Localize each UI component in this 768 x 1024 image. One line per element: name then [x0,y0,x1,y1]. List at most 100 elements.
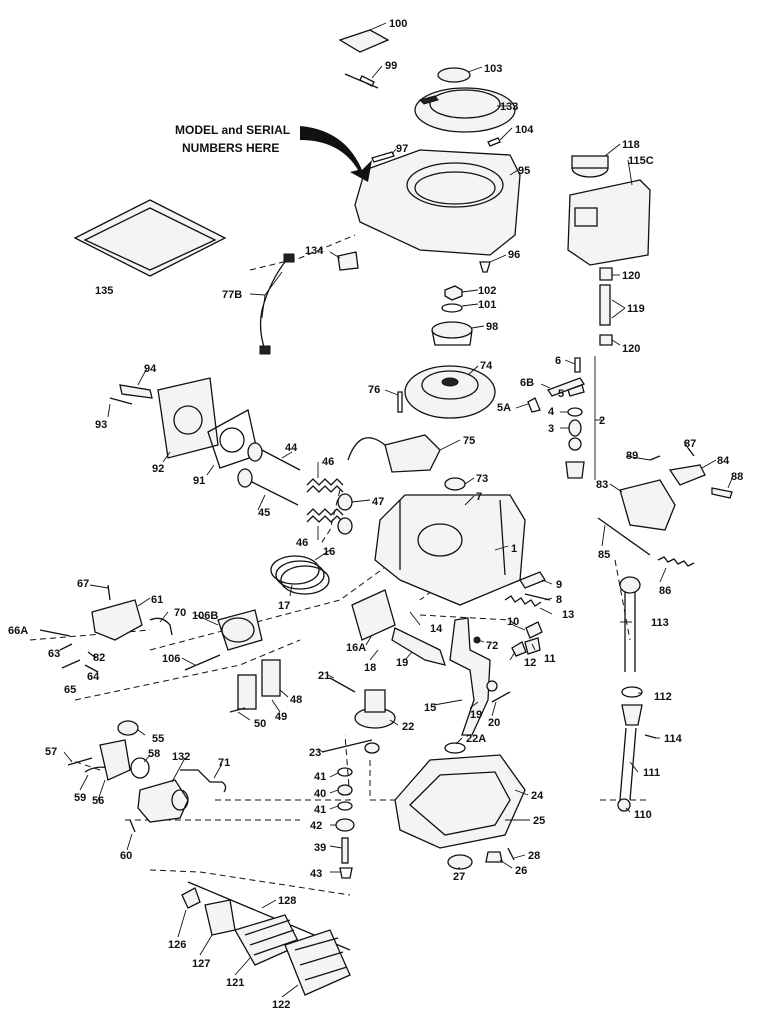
label-5A: 5A [497,402,511,414]
part-135 [73,199,227,277]
part-66A [39,629,71,637]
label-67: 67 [77,578,89,590]
label-73: 73 [476,473,488,485]
part-100 [338,29,390,53]
label-47: 47 [372,496,384,508]
label-101: 101 [478,299,496,311]
part-57 [67,757,93,766]
label-111: 111 [643,767,660,779]
label-84: 84 [717,455,730,467]
label-19-small: 19 [470,709,482,721]
label-25: 25 [533,815,545,827]
label-66A: 66A [8,625,28,637]
part-drawings [39,29,733,996]
part-46-top [306,478,344,486]
label-3: 3 [548,423,554,435]
part-115C [567,179,651,266]
label-63: 63 [48,648,60,660]
part-77B [259,257,289,351]
label-96: 96 [508,249,520,261]
label-88: 88 [731,471,743,483]
part-8 [524,593,551,601]
part-1 [374,494,526,606]
part-61 [91,599,143,641]
part-19-small [486,680,498,692]
label-113: 113 [651,617,669,629]
part-127 [204,899,236,936]
label-46-bottom: 46 [296,537,308,549]
part-19 [391,627,446,666]
part-103 [437,67,471,83]
part-94 [119,384,153,399]
part-73 [444,477,466,491]
label-75: 75 [463,435,475,447]
label-120-bottom: 120 [622,343,640,355]
label-39: 39 [314,842,326,854]
label-120-top: 120 [622,270,640,282]
label-27: 27 [453,871,465,883]
part-45 [247,479,299,506]
label-82: 82 [93,652,105,664]
label-58: 58 [148,748,160,760]
label-20: 20 [488,717,500,729]
part-26 [485,851,503,863]
part-60 [129,819,136,833]
label-100: 100 [389,18,407,30]
label-94: 94 [144,363,157,375]
label-118: 118 [622,139,640,151]
part-83 [619,479,676,531]
label-43: 43 [310,868,322,880]
label-49: 49 [275,711,287,723]
label-134: 134 [305,245,324,257]
label-13: 13 [562,609,574,621]
part-43 [339,867,353,879]
label-2: 2 [599,415,605,427]
label-56: 56 [92,795,104,807]
label-5: 5 [558,388,564,400]
label-28: 28 [528,850,540,862]
part-93 [109,397,133,405]
part-56 [99,739,131,781]
part-2-cup [565,461,585,479]
label-110: 110 [634,809,652,821]
label-16: 16 [323,546,335,558]
label-16A: 16A [346,642,366,654]
label-1: 1 [511,543,517,555]
label-41-bottom: 41 [314,804,326,816]
part-92 [157,377,219,459]
label-44: 44 [285,442,298,454]
label-7: 7 [476,491,482,503]
label-99: 99 [385,60,397,72]
label-9: 9 [556,579,562,591]
label-45: 45 [258,507,270,519]
label-104: 104 [515,124,534,136]
label-4: 4 [548,406,555,418]
part-85 [597,517,651,556]
label-50: 50 [254,718,266,730]
part-58 [130,757,150,779]
label-8: 8 [556,594,562,606]
label-71: 71 [218,757,230,769]
part-41-top [337,767,353,777]
label-119: 119 [627,303,645,315]
part-17 [270,555,320,585]
part-82 [87,651,97,659]
part-40 [337,784,353,796]
part-87 [687,447,695,457]
label-15: 15 [424,702,436,714]
label-92: 92 [152,463,164,475]
part-96 [479,261,491,273]
part-74 [404,365,496,419]
label-23: 23 [309,747,321,759]
part-133 [414,87,516,133]
part-10 [525,621,543,639]
label-70: 70 [174,607,186,619]
part-22A [444,742,466,754]
label-121: 121 [226,977,244,989]
label-114: 114 [664,733,683,745]
part-13 [504,595,542,607]
part-122 [284,929,351,996]
label-18: 18 [364,662,376,674]
assembly-dashed-lines [29,234,650,896]
